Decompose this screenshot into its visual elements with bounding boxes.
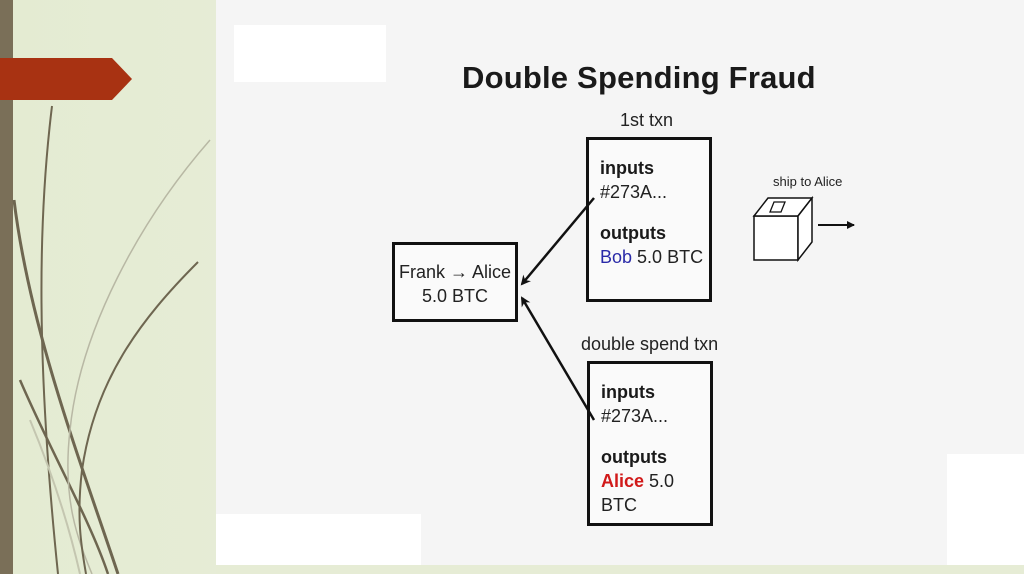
grass-line <box>78 261 199 574</box>
recipient-bob: Bob <box>600 247 633 267</box>
blank-patch <box>947 454 1024 565</box>
first-txn-caption: 1st txn <box>620 110 674 130</box>
source-tx-parties: Frank → Alice <box>398 262 512 282</box>
grass-line <box>12 199 120 574</box>
output-line: Bob 5.0 BTC <box>600 245 709 269</box>
outputs-label: outputs <box>601 447 667 467</box>
bottom-strip <box>216 565 1024 574</box>
double-spend-txn-caption: double spend txn <box>581 334 719 354</box>
grass-line <box>40 105 59 574</box>
ship-caption: ship to Alice <box>773 174 843 189</box>
output-amount: 5.0 BTC <box>601 471 675 515</box>
grass-line <box>67 139 211 574</box>
outputs-label: outputs <box>600 223 666 243</box>
blank-patch <box>216 514 421 565</box>
first-txn-box: inputs #273A... outputs Bob 5.0 BTC <box>586 137 712 302</box>
slide-title: Double Spending Fraud <box>462 60 816 95</box>
output-line: Alice 5.0 BTC <box>601 469 710 517</box>
source-transaction-box: Frank → Alice 5.0 BTC <box>392 242 518 322</box>
source-tx-amount: 5.0 BTC <box>421 286 489 306</box>
output-amount: 5.0 BTC <box>637 247 704 267</box>
input-value: #273A... <box>601 406 669 426</box>
recipient-alice: Alice <box>601 471 645 491</box>
inputs-label: inputs <box>601 382 655 402</box>
double-spend-txn-box: inputs #273A... outputs Alice 5.0 BTC <box>587 361 713 526</box>
input-value: #273A... <box>600 182 668 202</box>
grass-line <box>29 419 81 574</box>
inputs-label: inputs <box>600 158 654 178</box>
accent-arrow-tab <box>0 58 132 100</box>
decorative-grass-lines <box>12 105 211 574</box>
blank-patch <box>234 25 386 82</box>
slide-side-bar <box>0 0 13 574</box>
